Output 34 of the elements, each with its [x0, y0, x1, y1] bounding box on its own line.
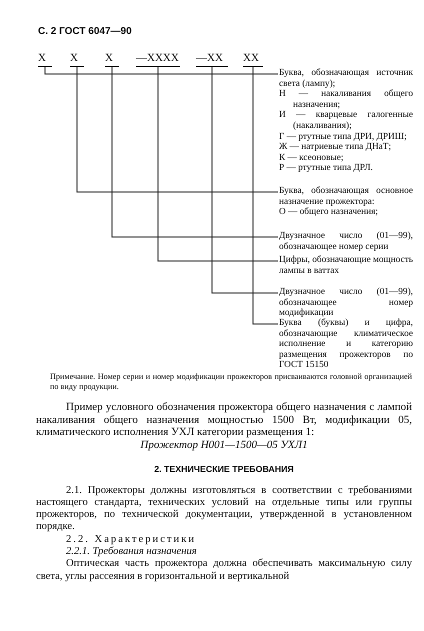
list-item: Н — накаливания общего назначения; — [279, 89, 413, 110]
subsection-heading: 2.2.1. Требования назначения — [65, 546, 198, 558]
code-segment: —ХХХХ — [136, 52, 180, 67]
description-text: Двузначное число (01—99), обозначающее номер серии — [279, 231, 413, 252]
description-text: Цифры, обозначающие мощность лампы в ваттах — [279, 255, 413, 276]
code-segment: Х — [105, 52, 119, 67]
list-item: Г — ртутные типа ДРИ, ДРИШ; — [279, 132, 408, 142]
leader-line — [252, 66, 278, 324]
leader-line — [44, 66, 278, 74]
note-text: Примечание. Номер серии и номер модификации прожекторов присваиваются головной организацией по виду продукции. — [49, 372, 412, 392]
leader-line — [158, 66, 278, 262]
example-designation: Прожектор Н001—1500—05 УХЛ1 — [139, 438, 309, 452]
body-paragraph: 2.1. Прожекторы должны изготовляться в соответствии с требованиями настоящего стандарта, технических условий на отдельные типы или группы прожекторов, по технической документации, утвержденной в установленном порядке. — [36, 484, 412, 534]
body-paragraph: Оптическая часть прожектора должна обеспечивать максимальную силу света, углы рассеяния в горизонтальной и вертикальной — [36, 558, 412, 583]
subsection-heading: 2.2. Характеристики — [65, 534, 198, 546]
leader-line — [112, 66, 278, 238]
description-text: Двузначное число (01—99), обозначающее номер модификации — [279, 287, 413, 319]
code-segment: Х — [38, 52, 52, 67]
description-text: Буква, обозначающая основное назначение прожектора: — [279, 186, 413, 208]
code-segment: ХХ — [243, 52, 263, 67]
code-segment: Х — [70, 52, 84, 67]
description-text: Буква (буквы) и цифра, обозначающие климатическое исполнение и категорию размещения прожекторов по ГОСТ 15150 — [279, 318, 413, 371]
list-item: К — ксеоновые; — [279, 152, 344, 164]
section-heading: 2. ТЕХНИЧЕСКИЕ ТРЕБОВАНИЯ — [153, 464, 295, 474]
list-item: Ж — натриевые типа ДНаТ; — [279, 142, 392, 153]
list-item: И — кварцевые галогенные (накаливания); — [279, 110, 413, 132]
example-paragraph: Пример условного обозначения прожектора общего назначения с лампой накаливания общего назначения мощностью 1500 Вт, модификации 05, климатического исполнения УХЛ категории размещения 1: — [36, 401, 412, 438]
description-text: Буква, обозначающая источник света (лампу); — [279, 68, 413, 90]
list-item: О — общего назначения; — [279, 207, 379, 218]
leader-line — [76, 66, 278, 192]
code-segment: —ХХ — [196, 52, 228, 67]
list-item: Р — ртутные типа ДРЛ. — [279, 163, 374, 174]
leader-line — [212, 66, 278, 294]
page-header: С. 2 ГОСТ 6047—90 — [38, 26, 132, 37]
